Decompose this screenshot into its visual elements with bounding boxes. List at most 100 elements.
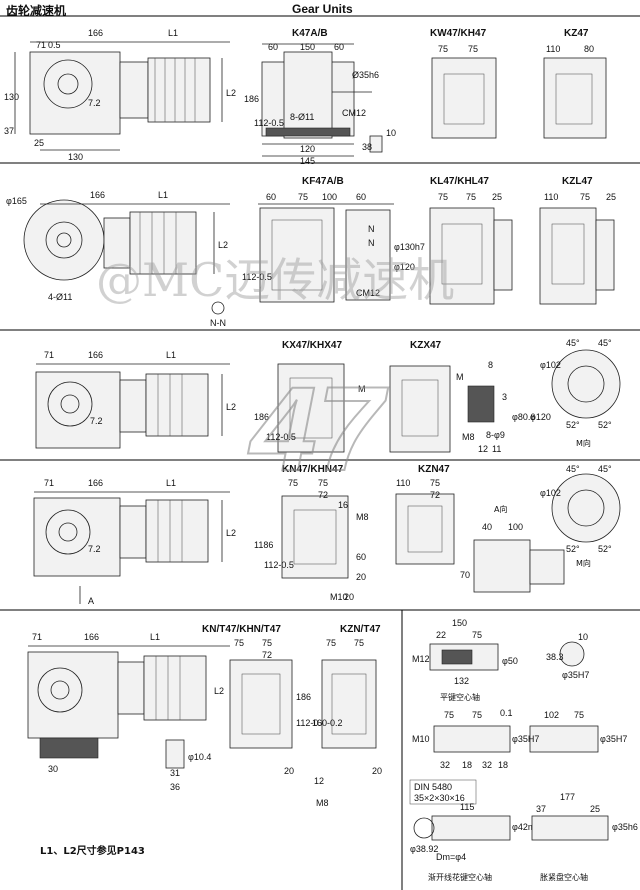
kzx-title: KZX47 xyxy=(410,340,442,351)
dim-label: 20 xyxy=(284,766,294,776)
dim-label: 110 xyxy=(546,44,560,54)
torque-arm xyxy=(39,737,99,759)
dim-label: L2 xyxy=(218,240,228,250)
m-view-label: M向 xyxy=(576,438,591,448)
kf-housing xyxy=(259,207,335,303)
dim-label: DIN 5480 xyxy=(414,782,452,792)
dim-label: N xyxy=(368,224,375,234)
dim-label: L2 xyxy=(226,88,236,98)
dim-label: 45° xyxy=(566,338,580,348)
dim-label: φ102 xyxy=(540,360,561,370)
dim-label: φ120 xyxy=(394,262,415,272)
dim-label: M xyxy=(456,372,464,382)
kw-title: KW47/KH47 xyxy=(430,28,487,39)
key-detail xyxy=(369,135,383,153)
dim-label: 186 xyxy=(296,692,311,702)
dim-label: φ10.4 xyxy=(188,752,211,762)
dim-label: 45° xyxy=(566,464,580,474)
dim-label: 75 xyxy=(438,192,448,202)
dim-label: 166 xyxy=(88,478,103,488)
nn-section-circle xyxy=(211,301,225,315)
dim-label: 75 xyxy=(326,638,336,648)
section2-main-view: φ165 166 L1 4-Ø11 L2 xyxy=(6,190,230,302)
dim-label: 112-0.5 xyxy=(264,560,294,570)
shaft-body-right xyxy=(529,725,599,753)
kw-window xyxy=(443,73,485,125)
dim-label: 80 xyxy=(584,44,594,54)
section1-kw-view: KW47/KH47 75 75 xyxy=(430,28,497,139)
dim-label: 166 xyxy=(84,632,99,642)
dim-label: 75 xyxy=(234,638,244,648)
dim-label: M10 xyxy=(412,734,430,744)
dim-label: A xyxy=(88,596,94,606)
torque-arm-detail xyxy=(165,739,185,769)
motor-adapter xyxy=(117,661,145,715)
dim-label: 75 xyxy=(472,710,482,720)
kn-title: KN47/KHN47 xyxy=(282,464,344,475)
section3-kzx-view: KZX47 8 3 φ80.6 φ120 M8 8-φ9 12 11 M xyxy=(389,340,551,454)
section3-kx-view: KX47/KHX47 186 112-0.5 M xyxy=(254,340,366,453)
shaft-body-left xyxy=(433,725,511,753)
dim-label: 18 xyxy=(462,760,472,770)
flat-key-label: 平键空心轴 xyxy=(440,692,480,702)
dim-label: φ38.92 xyxy=(410,844,438,854)
kznt-housing xyxy=(321,659,377,749)
k47-housing xyxy=(283,51,333,139)
kzn-housing xyxy=(395,493,455,565)
dim-label: 100 xyxy=(322,192,337,202)
dim-label: 75 xyxy=(354,638,364,648)
m-view-flange xyxy=(551,349,621,419)
dim-label: L1 xyxy=(158,190,168,200)
dim-label: 70 xyxy=(460,570,470,580)
section1-main-view: 71 0.5 166 L1 130 7.2 37 25 130 L2 xyxy=(4,28,236,162)
dim-label: 12 xyxy=(478,444,488,454)
kzn-title: KZN47 xyxy=(418,464,450,475)
kw-housing xyxy=(431,57,497,139)
dim-label: 100 xyxy=(508,522,523,532)
dim-label: φ35h6 xyxy=(612,822,638,832)
kx-title: KX47/KHX47 xyxy=(282,340,342,351)
shaft-body xyxy=(431,815,511,841)
kzl-housing xyxy=(539,207,597,305)
dim-label: 8 xyxy=(488,360,493,370)
dim-label: 7.2 xyxy=(88,98,101,108)
dim-label: 72 xyxy=(318,490,328,500)
dim-label: 20 xyxy=(356,572,366,582)
a-view-housing xyxy=(473,539,531,593)
dim-label: 75 xyxy=(574,710,584,720)
section5-kznt-view: KZN/T47 75 75 160-0.2 20 xyxy=(312,624,382,776)
gear-housing xyxy=(35,371,121,449)
section1-kz-view: KZ47 110 80 xyxy=(543,28,607,139)
dim-label: 52° xyxy=(566,420,580,430)
k47-title: K47A/B xyxy=(292,28,328,39)
dim-label: M8 xyxy=(316,798,329,808)
dim-label: 120 xyxy=(300,144,315,154)
flange-bore xyxy=(45,221,83,259)
dim-label: φ42min xyxy=(512,822,542,832)
dim-label: 40 xyxy=(482,522,492,532)
a-view-label: A向 xyxy=(494,504,507,514)
dim-label: 186 xyxy=(244,94,259,104)
dim-label: 115 xyxy=(460,802,474,812)
dim-label: 102 xyxy=(544,710,559,720)
flange-bore-inner xyxy=(56,232,72,248)
motor-body xyxy=(145,499,209,563)
dim-label: 52° xyxy=(598,544,612,554)
dim-label: L2 xyxy=(226,402,236,412)
dim-label: φ102 xyxy=(540,488,561,498)
kzn-window xyxy=(407,505,443,553)
kzl-title: KZL47 xyxy=(562,176,593,187)
shrink-disc-label: 胀紧盘空心轴 xyxy=(540,872,588,882)
dim-label: 130 xyxy=(68,152,83,162)
dim-label: 75 xyxy=(580,192,590,202)
motor-adapter xyxy=(119,61,149,119)
dim-label: L1 xyxy=(168,28,178,38)
dim-label: 45° xyxy=(598,338,612,348)
dim-label: 31 xyxy=(170,768,180,778)
motor-body xyxy=(147,57,211,123)
section2-kf-view: KF47A/B 60 75 100 60 112-0.5 φ130h7 φ120… xyxy=(210,176,425,328)
kzl-flange xyxy=(595,219,615,291)
dim-label: 52° xyxy=(566,544,580,554)
kzx-window xyxy=(401,379,439,437)
dim-label: φ165 xyxy=(6,196,27,206)
